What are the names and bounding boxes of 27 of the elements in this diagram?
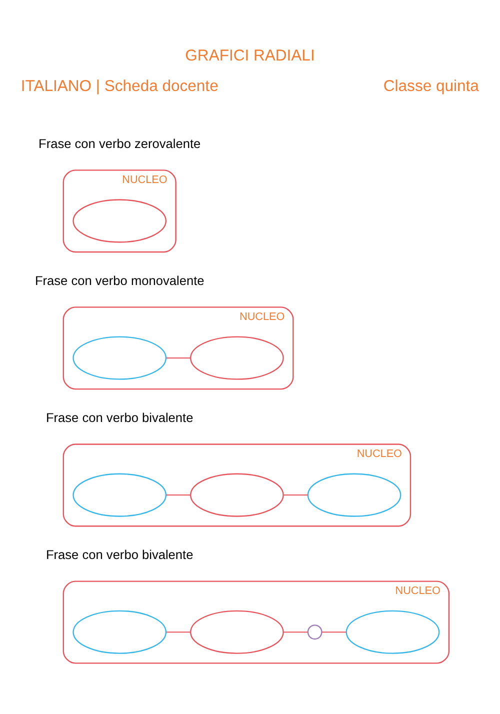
node-circle xyxy=(307,624,322,640)
label: Frase con verbo bivalente xyxy=(46,409,194,424)
node-ellipse xyxy=(72,472,167,516)
node-ellipse xyxy=(190,472,284,516)
cluster: NUCLEO xyxy=(62,580,450,664)
node-ellipse xyxy=(190,336,284,380)
label: ITALIANO | Scheda docente xyxy=(20,78,218,95)
node-ellipse xyxy=(190,610,284,654)
cluster: NUCLEO xyxy=(62,169,176,252)
label: Frase con verbo monovalente xyxy=(34,272,204,288)
node-ellipse xyxy=(72,198,167,242)
node-ellipse xyxy=(72,336,167,380)
label: Frase con verbo zerovalente xyxy=(38,135,201,150)
cluster: NUCLEO xyxy=(62,443,412,526)
connector xyxy=(321,631,347,632)
connector xyxy=(166,357,191,358)
connector xyxy=(166,494,191,496)
node-ellipse xyxy=(72,610,167,654)
connector xyxy=(283,631,308,632)
label: Classe quinta xyxy=(383,78,479,95)
connector xyxy=(166,631,191,632)
cluster: NUCLEO xyxy=(62,306,294,390)
label: Frase con verbo bivalente xyxy=(46,546,194,562)
diagram-title: GRAFICI RADIALI xyxy=(185,47,315,64)
node-ellipse xyxy=(346,610,440,654)
connector xyxy=(283,494,308,496)
node-ellipse xyxy=(307,472,402,516)
